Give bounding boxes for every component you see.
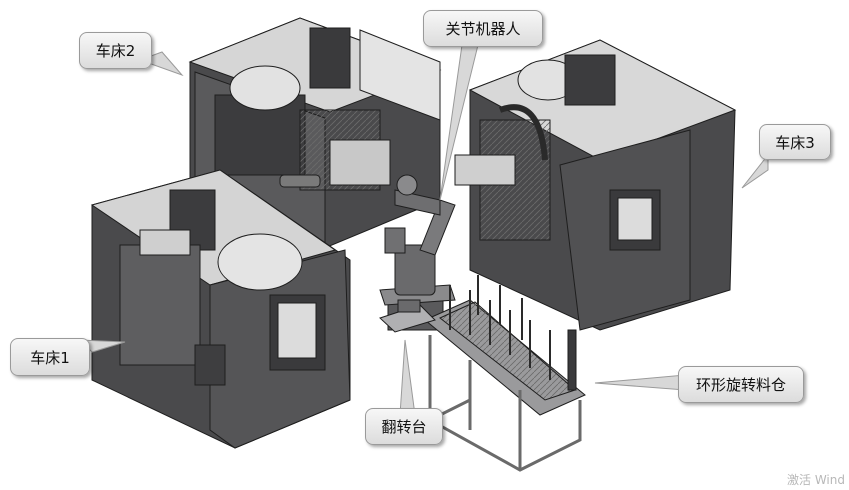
ring-rotary-magazine xyxy=(424,275,586,472)
watermark: 激活 Wind xyxy=(787,473,845,487)
lathe-3-machine xyxy=(454,39,737,331)
label-robot: 关节机器人 xyxy=(423,10,543,47)
callout-pointer-lathe3 xyxy=(741,153,769,189)
callout-pointer-flip xyxy=(399,339,416,416)
label-lathe-1: 车床1 xyxy=(10,338,90,376)
label-lathe-2: 车床2 xyxy=(79,32,152,69)
label-flip-table: 翻转台 xyxy=(365,408,443,445)
label-ring-magazine: 环形旋转料仓 xyxy=(678,366,804,403)
flip-table xyxy=(379,299,436,333)
lathe-1-machine xyxy=(90,169,351,449)
label-lathe-3: 车床3 xyxy=(759,124,831,160)
callout-pointer-magazine xyxy=(594,374,686,391)
